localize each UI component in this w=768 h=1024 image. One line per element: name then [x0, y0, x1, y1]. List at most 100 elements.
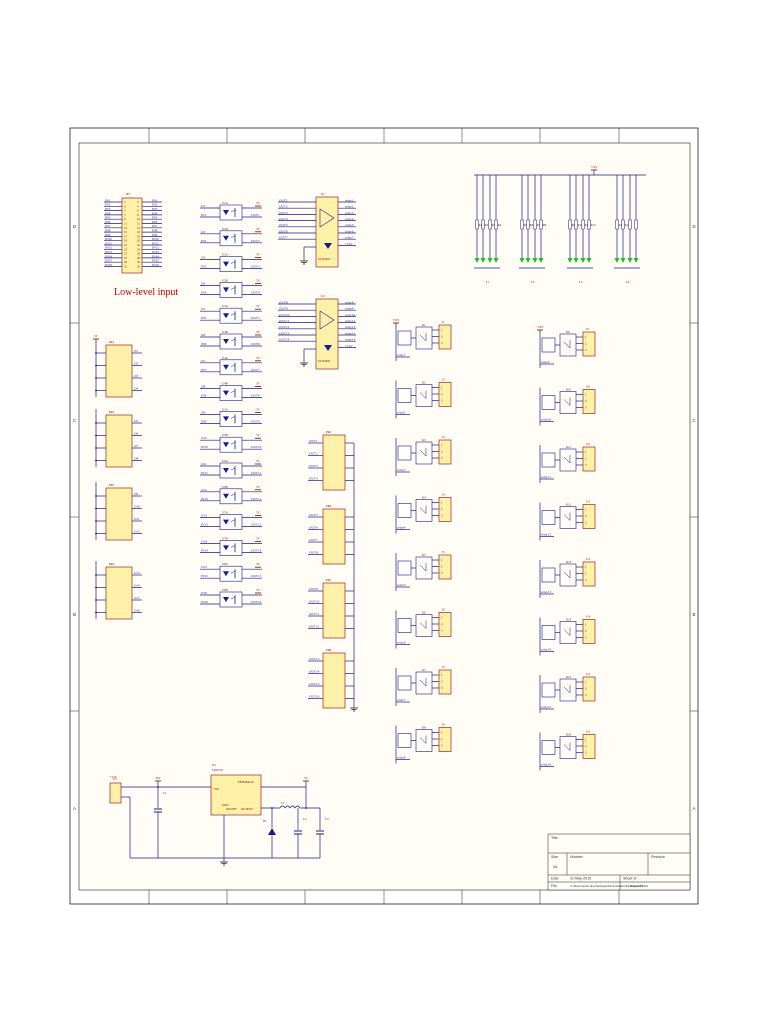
opto-led-icon	[223, 545, 229, 551]
relay-net-label: relay13	[541, 590, 551, 594]
opto-anode-label: O8	[201, 385, 205, 389]
driver-in-label: OUT9	[279, 307, 288, 311]
opto-ref: U5B	[222, 433, 228, 437]
power-label: 5V	[256, 304, 261, 308]
opto-output-label: OUT16	[251, 600, 262, 604]
opto-anode-label: O9	[201, 410, 205, 414]
pull-net-label: O3	[134, 374, 138, 378]
rpack-ref: PR8	[326, 648, 332, 652]
header-left-pin: IN15	[105, 259, 112, 263]
opto-input-label: IN12	[201, 497, 208, 501]
relay-conn-pin: 3	[441, 571, 443, 575]
power-label: 24V	[155, 776, 161, 780]
led-resistor	[621, 219, 625, 230]
header-pin-num: 2	[137, 200, 139, 204]
driver-in-label: OUT5	[279, 223, 288, 227]
header-pin-num: 3	[124, 204, 126, 208]
opto-input-label: IN10	[201, 445, 208, 449]
relay-conn-pin: 3	[441, 456, 443, 460]
power-label: 5V	[256, 407, 261, 411]
inductor-icon	[279, 805, 301, 809]
header-right-pin: IN6	[152, 220, 158, 224]
relay-switch-icon	[563, 340, 571, 349]
opto-led-icon	[223, 287, 229, 293]
driver-body	[315, 196, 339, 268]
header-pin-num: 11	[124, 222, 127, 226]
revision-label: Revision	[651, 855, 665, 859]
relay-conn-ref: J15	[586, 672, 591, 676]
junction-dot	[95, 447, 97, 449]
header-pin-num: 31	[124, 265, 128, 269]
driver-in-label: OUT6	[279, 229, 288, 233]
relay-conn-pin: 3	[441, 629, 443, 633]
junction-dot	[95, 520, 97, 522]
relay-conn-pin: 3	[585, 406, 587, 410]
zone-letter-right: B	[692, 612, 695, 617]
rpack-net-label: OUT8	[309, 551, 318, 555]
led-icon	[627, 258, 633, 263]
header-right-pin: IN12	[152, 246, 159, 250]
relay-conn-pin: 2	[585, 687, 587, 691]
relay-coil	[397, 560, 412, 576]
zone-letter-left: B	[73, 612, 76, 617]
led-icon	[580, 258, 586, 263]
opto-output-label: OUT9	[251, 419, 260, 423]
led-icon	[567, 258, 573, 263]
junction-dot	[95, 434, 97, 437]
junction-dot	[95, 364, 97, 367]
driver-out-label: relay4	[345, 217, 354, 221]
relay-switch-icon	[419, 505, 427, 515]
relay-conn-pin: 1	[441, 501, 443, 505]
opto-anode-label: O13	[201, 514, 207, 518]
relay-switch-icon	[419, 390, 427, 400]
size-value: A4	[553, 865, 557, 869]
cap-ref: C2	[303, 817, 307, 821]
led-resistor	[481, 219, 485, 230]
header-pin-num: 15	[124, 230, 128, 234]
relay-conn-ref: J10	[586, 385, 591, 389]
relay-conn-pin: 1	[585, 508, 587, 512]
opto-led-icon	[223, 493, 229, 499]
opto-body	[219, 204, 243, 221]
title-label: Title	[551, 836, 558, 840]
led-icon	[633, 258, 639, 263]
opto-body	[219, 436, 243, 453]
opto-led-icon	[223, 364, 229, 370]
regulator-body	[210, 774, 262, 816]
opto-ref: U7A	[222, 511, 229, 515]
pull-net-label: O9	[134, 492, 138, 496]
relay-conn-ref: J12	[586, 500, 591, 504]
header-left-pin: IN16	[105, 263, 112, 267]
header-right-pin: IN9	[152, 233, 158, 237]
input-power-label: +12V	[110, 775, 118, 779]
led-icon	[614, 258, 620, 263]
relay-conn-pin: 2	[585, 572, 587, 576]
opto-output-label: OUT4	[251, 290, 260, 294]
header-right-pin: IN2	[152, 203, 158, 207]
rpack-body	[322, 434, 346, 491]
header-left-pin: IN2	[105, 203, 111, 207]
opto-output-label: OUT13	[251, 523, 262, 527]
header-pin-num: 16	[137, 230, 141, 234]
relay-conn-pin: 1	[441, 616, 443, 620]
relay-switch-icon	[563, 627, 571, 637]
opto-arrow-icon	[230, 416, 236, 419]
header-right-pin: IN5	[152, 216, 158, 220]
rpack-net-label: OUT5	[309, 513, 318, 517]
header-pin-num: 28	[137, 256, 141, 260]
header-pin-num: 18	[137, 234, 141, 238]
rpack-body	[322, 652, 346, 709]
relay-ref: K11	[566, 445, 572, 449]
cap-ref: C3	[325, 817, 329, 821]
relay-conn-pin: 2	[441, 622, 443, 626]
header-left-pin: IN7	[105, 224, 111, 228]
opto-body	[219, 230, 243, 247]
opto-arrow-icon	[230, 338, 236, 342]
opto-body	[219, 411, 243, 427]
led-icon	[532, 258, 538, 263]
relay-coil	[397, 733, 412, 748]
junction-dot	[95, 611, 97, 614]
relay-conn-pin: 2	[441, 450, 443, 454]
pull-ref: PR3	[109, 483, 115, 487]
